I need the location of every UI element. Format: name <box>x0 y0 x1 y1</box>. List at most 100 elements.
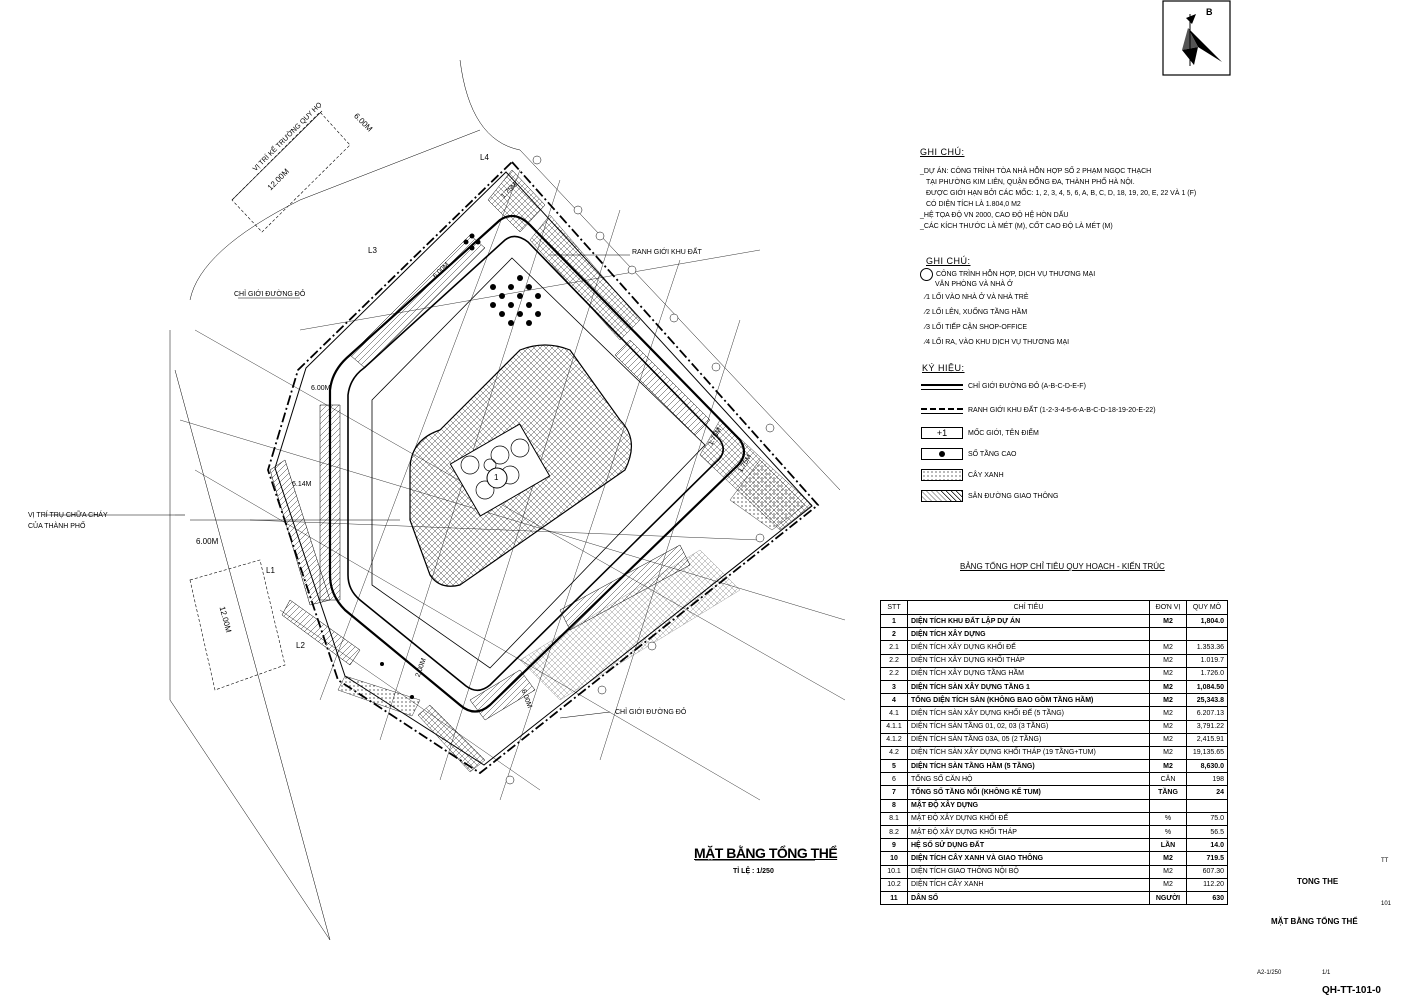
lot-boundary <box>267 160 820 775</box>
table-cell-value: 1.726.0 <box>1186 666 1228 681</box>
table-cell-unit: M2 <box>1149 693 1187 708</box>
notes2-heading: GHI CHÚ: <box>926 256 971 266</box>
table-cell-unit: M2 <box>1149 851 1187 866</box>
fire-hydrant-label-1: VỊ TRÍ TRỤ CHỮA CHÁY <box>28 512 108 519</box>
note2-item: CÔNG TRÌNH HỖN HỢP, DỊCH VỤ THƯƠNG MẠI <box>936 270 1096 278</box>
table-cell-value: 56.5 <box>1186 824 1228 840</box>
table-cell-value: 6.207.13 <box>1186 706 1228 721</box>
table-cell-name: DIỆN TÍCH SÀN TẦNG 03A, 05 (2 TẦNG) <box>907 732 1150 747</box>
table-cell-unit: M2 <box>1149 732 1187 747</box>
lane-L4: L4 <box>480 153 489 162</box>
chi-gioi-label-top: CHỈ GIỚI ĐƯỜNG ĐỎ <box>234 291 306 298</box>
table-cell-name: DIỆN TÍCH CÂY XANH VÀ GIAO THÔNG <box>907 851 1150 866</box>
table-cell-stt: 8.2 <box>880 824 908 840</box>
red-line-icon <box>921 380 963 392</box>
podium-outline <box>328 214 746 713</box>
table-cell-stt: 4.2 <box>880 745 908 761</box>
table-title: BẢNG TỔNG HỢP CHỈ TIÊU QUY HOẠCH - KIẾN … <box>960 562 1165 571</box>
legend-row: +1 MỐC GIỚI, TÊN ĐIỂM <box>921 425 1039 441</box>
dim-6m-left: 6.00M <box>196 537 219 546</box>
greenery-icon <box>921 469 963 481</box>
parking-ring <box>269 234 711 721</box>
drawing-title: MẶT BẰNG TỔNG THỂ <box>694 845 838 861</box>
table-cell-unit: M2 <box>1149 706 1187 721</box>
table-cell-stt: 5 <box>880 759 908 774</box>
table-cell-value: 1.353.36 <box>1186 640 1228 655</box>
table-cell-stt: 2.2 <box>880 666 908 681</box>
legend-row: CHỈ GIỚI ĐƯỜNG ĐỎ (A-B-C-D-E-F) <box>921 378 1086 394</box>
boundary-markers <box>505 155 775 785</box>
table-header: ĐƠN VỊ <box>1149 600 1187 615</box>
note-line: _HỆ TỌA ĐỘ VN 2000, CAO ĐỘ HỆ HÒN DẤU <box>920 212 1069 219</box>
table-cell-name: DIỆN TÍCH XÂY DỰNG <box>907 627 1150 642</box>
titleblock-tt: TT <box>1381 858 1389 864</box>
note-line: _CÁC KÍCH THƯỚC LÀ MÉT (M), CỐT CAO ĐỘ L… <box>920 223 1113 230</box>
table-cell-stt: 10.2 <box>880 877 908 892</box>
lot-boundary-icon <box>921 404 963 416</box>
table-cell-value <box>1186 627 1228 642</box>
table-cell-value: 14.0 <box>1186 838 1228 853</box>
note-line: ĐƯỢC GIỚI HẠN BỞI CÁC MỐC: 1, 2, 3, 4, 5… <box>926 190 1197 197</box>
table-cell-stt: 7 <box>880 785 908 800</box>
table-cell-value: 3,791.22 <box>1186 719 1228 734</box>
note-line: CÓ DIỆN TÍCH LÀ 1.804,0 M2 <box>926 201 1021 208</box>
table-cell-name: TỔNG SỐ TẦNG NỔI (KHÔNG KỂ TUM) <box>907 785 1150 800</box>
legend-row: SÂN ĐƯỜNG GIAO THÔNG <box>921 488 1058 504</box>
table-cell-value: 112.20 <box>1186 877 1228 892</box>
table-cell-name: HỆ SỐ SỬ DỤNG ĐẤT <box>907 838 1150 853</box>
table-cell-name: MẬT ĐỘ XÂY DỰNG KHỐI ĐẾ <box>907 811 1150 827</box>
table-cell-name: TỔNG SỐ CĂN HỘ <box>907 772 1150 787</box>
note2-item: ⁄1 LỐI VÀO NHÀ Ở VÀ NHÀ TRẺ <box>925 294 1029 301</box>
table-cell-value: 19,135.65 <box>1186 745 1228 761</box>
table-cell-value: 75.0 <box>1186 811 1228 827</box>
marker-icon: +1 <box>921 427 963 439</box>
table-cell-unit: CĂN <box>1149 772 1187 787</box>
table-cell-stt: 8 <box>880 798 908 813</box>
table-cell-value: 1.019.7 <box>1186 653 1228 668</box>
table-cell-stt: 8.1 <box>880 811 908 827</box>
table-cell-name: DIỆN TÍCH SÀN XÂY DỰNG KHỐI THÁP (19 TẦN… <box>907 745 1150 761</box>
table-cell-unit <box>1149 798 1187 813</box>
titleblock-sheet-name: MẶT BẰNG TỔNG THỂ <box>1271 917 1358 926</box>
table-cell-stt: 10.1 <box>880 864 908 879</box>
table-cell-unit: M2 <box>1149 679 1187 695</box>
table-cell-unit: M2 <box>1149 745 1187 761</box>
table-cell-unit: M2 <box>1149 864 1187 879</box>
table-cell-stt: 4 <box>880 693 908 708</box>
road-outline <box>169 59 841 941</box>
titleblock-tong-the: TONG THE <box>1297 877 1339 886</box>
table-cell-name: DIỆN TÍCH SÀN TẦNG HẦM (5 TẦNG) <box>907 759 1150 774</box>
lane-L3: L3 <box>368 246 377 255</box>
table-cell-name: DIỆN TÍCH SÀN XÂY DỰNG KHỐI ĐẾ (5 TẦNG) <box>907 706 1150 721</box>
table-cell-value: 8,630.0 <box>1186 759 1228 774</box>
legend-row: RANH GIỚI KHU ĐẤT (1-2-3-4-5-6-A-B-C-D-1… <box>921 402 1156 418</box>
podium-inner <box>347 235 724 692</box>
table-header: STT <box>880 600 908 615</box>
table-cell-name: DIỆN TÍCH XÂY DỰNG KHỐI ĐẾ <box>907 640 1150 655</box>
table-cell-stt: 2 <box>880 627 908 642</box>
compass-letter: B <box>1206 7 1213 17</box>
titleblock-scale: A2-1/250 <box>1257 970 1282 976</box>
table-cell-name: DIỆN TÍCH SÀN TẦNG 01, 02, 03 (3 TẦNG) <box>907 719 1150 734</box>
road-dimension-box-left <box>189 559 286 691</box>
titleblock-num: 101 <box>1381 901 1392 907</box>
notes-block: _DỰ ÁN: CÔNG TRÌNH TÒA NHÀ HỖN HỢP SỐ 2 … <box>920 166 1196 232</box>
table-cell-unit: NGƯỜI <box>1149 890 1187 906</box>
table-cell-stt: 1 <box>880 613 908 629</box>
table-cell-name: DIỆN TÍCH SÀN XÂY DỰNG TẦNG 1 <box>907 679 1150 695</box>
table-cell-unit: M2 <box>1149 653 1187 668</box>
note2-item: VĂN PHÒNG VÀ NHÀ Ở <box>935 281 1013 288</box>
lane-L2: L2 <box>296 641 305 650</box>
table-cell-unit: % <box>1149 811 1187 827</box>
table-cell-value: 630 <box>1186 890 1228 906</box>
legend-row: CÂY XANH <box>921 467 1004 483</box>
